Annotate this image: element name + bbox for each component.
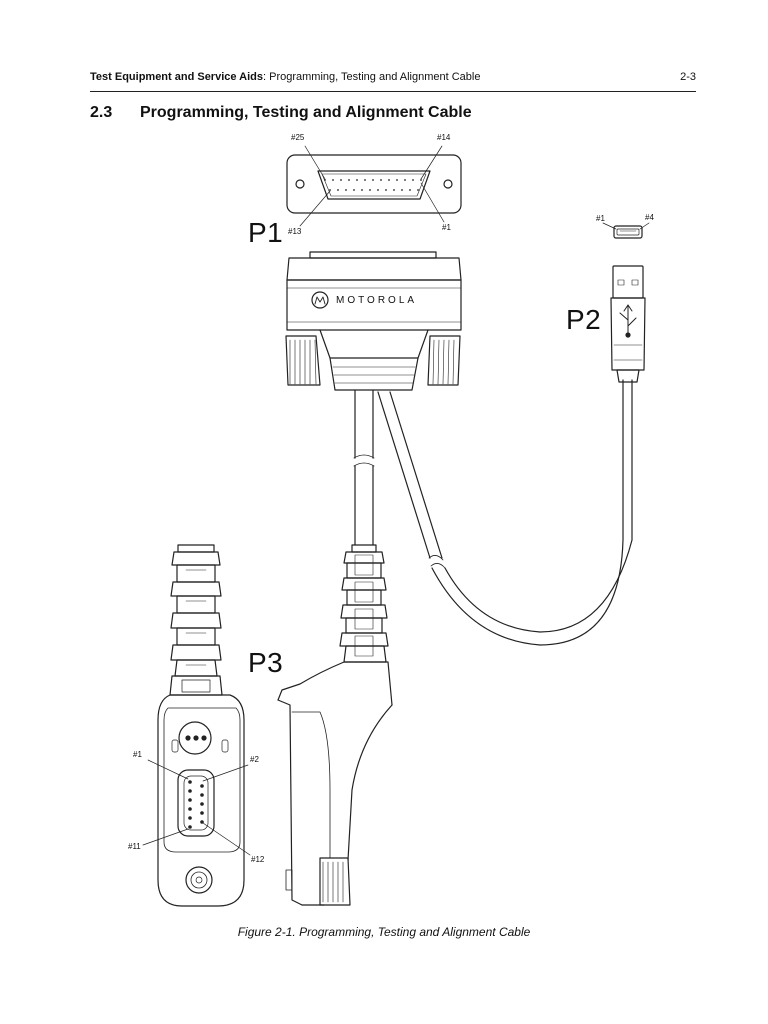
p3-pin2-label: #2 [250,755,259,764]
figure-caption: Figure 2-1. Programming, Testing and Ali… [237,925,531,939]
usb-cable [431,379,633,646]
p2-usb-plug [602,222,650,383]
p3-pin1-label: #1 [133,750,142,759]
p1-front-face [286,145,462,227]
p1-pin14-label: #14 [437,133,451,142]
p1-pin1-label: #1 [442,223,451,232]
p3-label: P3 [248,647,284,678]
p2-pin1-label: #1 [596,214,605,223]
page-header: Test Equipment and Service Aids: Program… [90,68,696,86]
p3-pin11-label: #11 [128,842,141,851]
main-cable [353,389,446,569]
p1-label: P1 [248,217,284,248]
brand-label: MOTOROLA [336,295,418,306]
p2-pin4-label: #4 [645,213,654,222]
header-chapter: Test Equipment and Service Aids [90,71,263,83]
p1-pin13-label: #13 [288,227,302,236]
header-rule [90,91,696,92]
p3-front-face [142,544,251,907]
header-topic: : Programming, Testing and Alignment Cab… [263,71,481,83]
p3-side-view [277,544,393,906]
p1-pin25-label: #25 [291,133,305,142]
section-title: Programming, Testing and Alignment Cable [140,104,472,121]
page-number: 2-3 [680,71,696,83]
p1-backshell [285,251,462,391]
p2-label: P2 [566,304,602,335]
section-heading: 2.3 Programming, Testing and Alignment Ca… [90,104,472,122]
section-number: 2.3 [90,104,113,121]
p3-pin12-label: #12 [251,855,265,864]
